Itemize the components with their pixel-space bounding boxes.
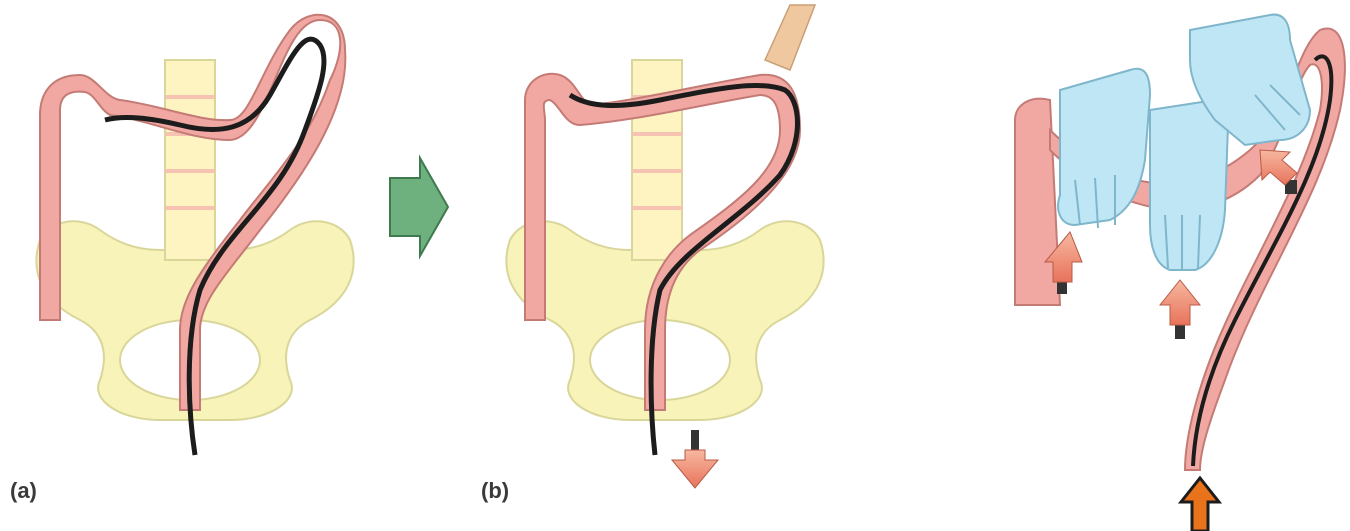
panel-label-b: (b): [481, 478, 509, 503]
proximal-tube: [765, 5, 815, 70]
hand-icon: [1150, 100, 1228, 270]
spine: [632, 60, 682, 260]
arrow-up-icon: [1160, 280, 1200, 339]
arrow-up-icon: [1181, 478, 1219, 531]
arrow-up-icon: [1260, 150, 1297, 194]
arrow-down-icon: [672, 430, 718, 488]
arrow-right-icon: [390, 158, 448, 256]
spine: [165, 60, 215, 260]
panel-a: (a): [10, 15, 354, 503]
panel-label-a: (a): [10, 478, 37, 503]
panel-b: (b): [481, 5, 824, 503]
panel-c: [1015, 15, 1345, 531]
